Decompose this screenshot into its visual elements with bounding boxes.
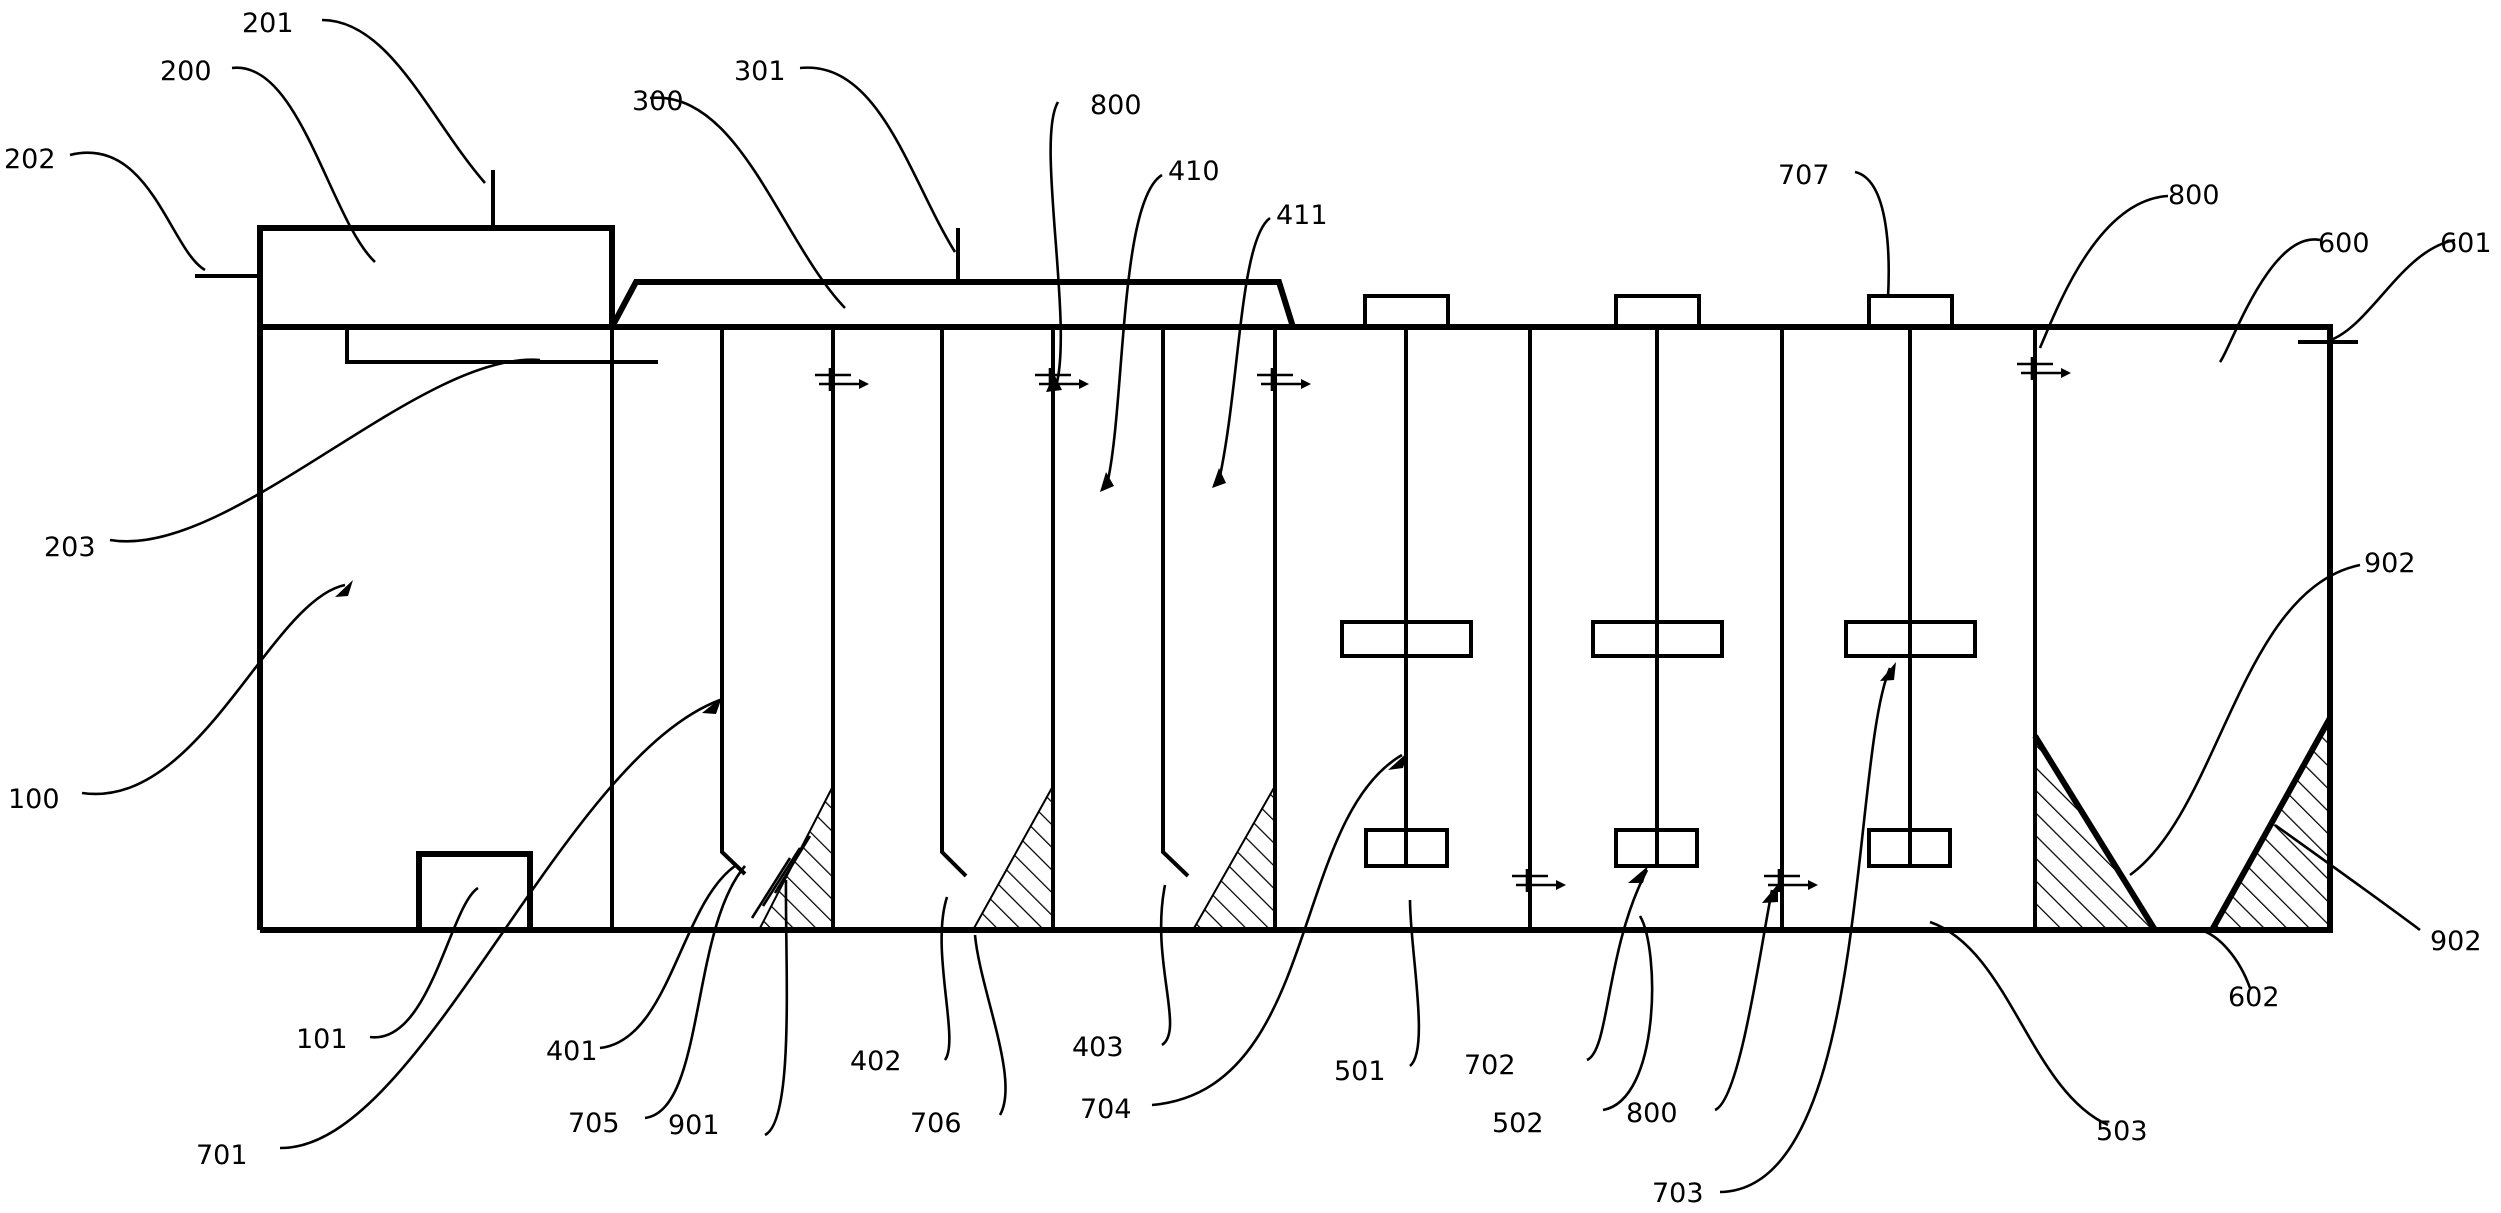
- mixer-2: [1591, 294, 1724, 868]
- label-706: 706: [910, 1108, 962, 1139]
- top-tank-200: [195, 170, 615, 330]
- mixer-1: [1340, 294, 1473, 868]
- label-703: 703: [1652, 1178, 1704, 1209]
- label-200: 200: [160, 56, 212, 87]
- label-901: 901: [668, 1110, 720, 1141]
- label-501: 501: [1334, 1056, 1386, 1087]
- mixer-3: [1844, 294, 1977, 868]
- label-202: 202: [4, 144, 56, 175]
- label-503: 503: [2096, 1116, 2148, 1147]
- label-602: 602: [2228, 982, 2280, 1013]
- label-101: 101: [296, 1024, 348, 1055]
- label-301: 301: [734, 56, 786, 87]
- flow-markers: [815, 357, 2071, 892]
- small-hatch-strokes: [750, 835, 812, 919]
- label-402: 402: [850, 1046, 902, 1077]
- trough-300: [609, 228, 1296, 329]
- label-502: 502: [1492, 1108, 1544, 1139]
- label-705: 705: [568, 1108, 620, 1139]
- label-300: 300: [632, 86, 684, 117]
- reference-labels: 100 101 200 201 202 203 300 301 401 402 …: [4, 8, 2492, 1209]
- label-701: 701: [196, 1140, 248, 1171]
- label-704: 704: [1080, 1094, 1132, 1125]
- label-800-top-right: 800: [2168, 180, 2220, 211]
- label-702: 702: [1464, 1050, 1516, 1081]
- label-600: 600: [2318, 228, 2370, 259]
- label-201: 201: [242, 8, 294, 39]
- label-410: 410: [1168, 156, 1220, 187]
- label-401: 401: [546, 1036, 598, 1067]
- chamber-partitions: [610, 327, 2037, 930]
- leader-lines: [69, 18, 2456, 1194]
- tank-outline: [257, 324, 2333, 933]
- hopper-lines: [2032, 716, 2333, 932]
- baffles: [720, 327, 1190, 878]
- label-203: 203: [44, 532, 96, 563]
- label-601: 601: [2440, 228, 2492, 259]
- label-411: 411: [1276, 200, 1328, 231]
- label-403: 403: [1072, 1032, 1124, 1063]
- label-902-lower: 902: [2430, 926, 2482, 957]
- label-902-upper: 902: [2364, 548, 2416, 579]
- sludge-hatching: [757, 714, 2331, 931]
- label-707: 707: [1778, 160, 1830, 191]
- label-800-top-left: 800: [1090, 90, 1142, 121]
- label-100: 100: [8, 784, 60, 815]
- distributor-pipe-203: [345, 327, 658, 364]
- label-800-bottom: 800: [1626, 1098, 1678, 1129]
- leader-arrowheads: [335, 374, 1896, 903]
